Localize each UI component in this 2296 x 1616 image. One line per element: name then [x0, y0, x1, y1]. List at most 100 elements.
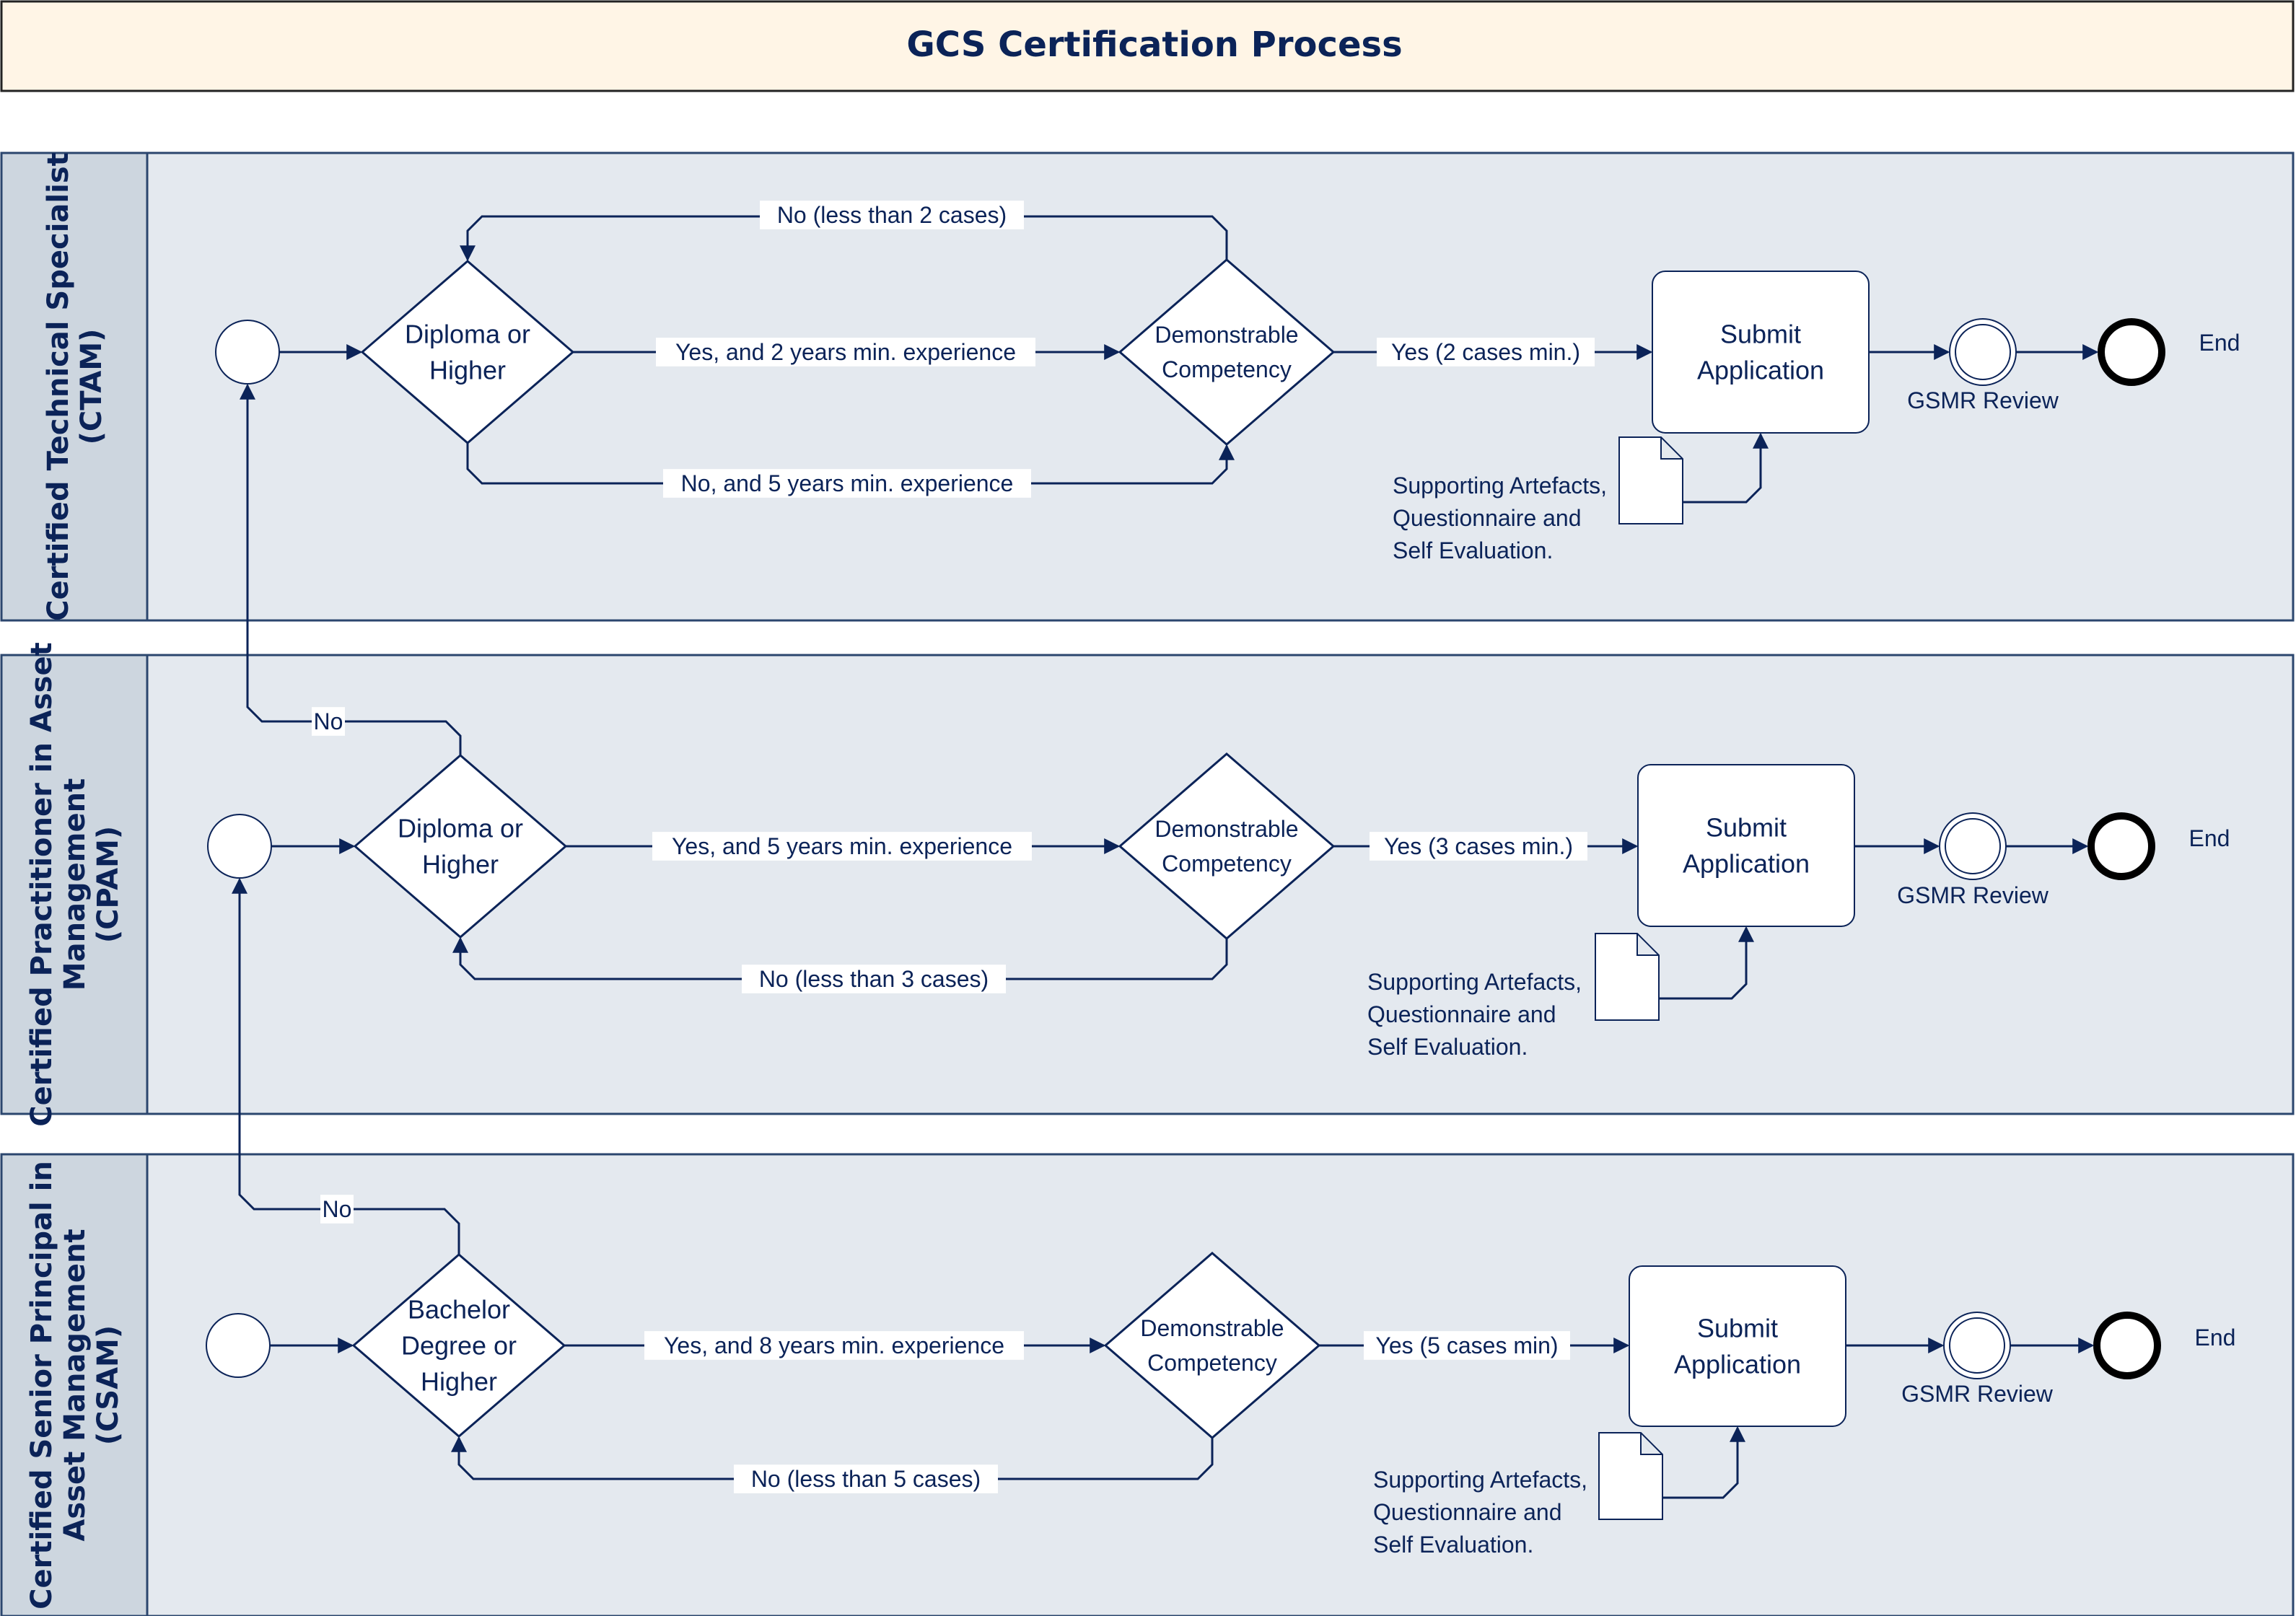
artefact-label: Questionnaire and [1393, 505, 1582, 531]
lane-label: Certified Technical Specialist(CTAM) [42, 152, 108, 621]
lane-body [0, 152, 2295, 622]
submit-application-task [1629, 1265, 1846, 1427]
start-event [207, 814, 272, 879]
flow-loop-back-label-bg [734, 1464, 998, 1493]
submit-application-label: Application [1674, 1350, 1801, 1379]
swimlanes: Certified Technical Specialist(CTAM) Dipl… [0, 152, 2295, 1616]
start-event [206, 1313, 271, 1378]
flow-yes-experience-label-bg [652, 832, 1032, 861]
flow-loop-back-label: No (less than 3 cases) [759, 966, 989, 992]
diagram-title: GCS Certification Process [906, 25, 1402, 65]
flow-yes-cases-label: Yes (5 cases min) [1375, 1332, 1558, 1358]
flow-yes-cases-label: Yes (2 cases min.) [1391, 339, 1580, 365]
swimlane-1: Certified Technical Specialist(CTAM) Dipl… [0, 152, 2295, 622]
flow-cpam-no-to-ctam-label-bg [312, 707, 345, 736]
lane-label-line: Asset Management [58, 1229, 92, 1541]
artefact-document [1598, 1432, 1663, 1520]
submit-application-label: Submit [1706, 813, 1787, 843]
review-event-inner [1949, 1317, 2005, 1374]
flow-yes-experience-label: Yes, and 2 years min. experience [675, 339, 1016, 365]
lane-label-line: Certified Technical Specialist [42, 152, 75, 621]
flow-yes-experience-label: Yes, and 5 years min. experience [672, 833, 1012, 859]
end-label: End [2195, 1325, 2236, 1351]
artefact-document [1595, 933, 1660, 1021]
artefact-label: Supporting Artefacts, [1373, 1467, 1587, 1493]
flow-yes-cases-label: Yes (3 cases min.) [1384, 833, 1573, 859]
decision-competency-label: Competency [1147, 1350, 1277, 1376]
flow-loop-back-label: No (less than 2 cases) [777, 202, 1007, 228]
flow-artefact-to-submit [1662, 1426, 1745, 1499]
flow-cpam-no-to-ctam-label: No [314, 708, 343, 734]
decision-competency-label: Demonstrable [1154, 322, 1298, 348]
decision-education-label: Higher [421, 1367, 497, 1397]
flow-artefact-to-submit [1683, 432, 1769, 504]
submit-application-label: Submit [1697, 1314, 1778, 1343]
lane-label-line: Certified Senior Principal in [25, 1161, 58, 1610]
decision-competency-label: Demonstrable [1154, 816, 1298, 842]
review-label: GSMR Review [1901, 1381, 2054, 1407]
submit-application-label: Submit [1720, 320, 1801, 349]
flow-csam-no-to-cpam-label-bg [320, 1195, 354, 1224]
submit-application-label: Application [1697, 356, 1824, 385]
decision-education-label: Higher [422, 850, 499, 879]
flow-alt-experience-label: No, and 5 years min. experience [681, 470, 1014, 496]
flow-yes-experience-label-bg [644, 1331, 1024, 1360]
lane-header [0, 1153, 149, 1616]
flow-artefact-to-submit [1659, 926, 1754, 1000]
review-event-inner [1945, 818, 2001, 874]
review-event-inner [1955, 324, 2011, 380]
lane-header [0, 152, 149, 622]
start-event [215, 320, 280, 385]
flow-yes-cases-label-bg [1370, 832, 1587, 861]
review-label: GSMR Review [1907, 387, 2059, 413]
end-event [2093, 1312, 2161, 1379]
lane-label-line: Certified Practitioner in Asset [25, 642, 58, 1126]
flow-loop-back-label: No (less than 5 cases) [751, 1466, 981, 1492]
flow-loop-back-label-bg [742, 965, 1006, 993]
end-label: End [2189, 825, 2230, 851]
flow-yes-cases-label-bg [1377, 338, 1595, 366]
end-event [2087, 812, 2155, 880]
title-bar: GCS Certification Process [0, 0, 2295, 92]
submit-application-label: Application [1683, 849, 1810, 879]
decision-education-label: Higher [429, 356, 506, 385]
flow-yes-experience-label-bg [656, 338, 1035, 366]
lane-body [0, 654, 2295, 1115]
flow-csam-no-to-cpam-label: No [323, 1196, 352, 1222]
end-label: End [2199, 330, 2240, 356]
end-event [2098, 318, 2165, 386]
flow-cpam-no-to-ctam [240, 383, 462, 755]
decision-education-label: Diploma or [405, 320, 530, 349]
artefact-label: Self Evaluation. [1393, 537, 1553, 563]
flow-alt-experience-label-bg [663, 469, 1031, 498]
decision-competency-label: Demonstrable [1140, 1315, 1284, 1341]
artefact-label: Questionnaire and [1367, 1001, 1556, 1027]
lane-label-line: (CPAM) [92, 826, 125, 943]
submit-application-task [1637, 764, 1855, 927]
decision-education-label: Degree or [401, 1331, 517, 1361]
decision-education-label: Diploma or [398, 814, 523, 843]
submit-application-task [1652, 271, 1870, 434]
flow-yes-experience-label: Yes, and 8 years min. experience [664, 1332, 1004, 1358]
artefact-document [1618, 436, 1683, 524]
review-label: GSMR Review [1897, 882, 2049, 908]
artefact-label: Self Evaluation. [1373, 1532, 1533, 1558]
flow-loop-back-label-bg [760, 201, 1024, 229]
flow-yes-cases-label-bg [1364, 1331, 1570, 1360]
artefact-label: Questionnaire and [1373, 1499, 1562, 1525]
artefact-label: Supporting Artefacts, [1367, 969, 1582, 995]
decision-education-label: Bachelor [408, 1295, 510, 1325]
lane-label-line: Management [58, 778, 92, 991]
lane-body [0, 1153, 2295, 1616]
lane-label-line: (CSAM) [92, 1325, 125, 1445]
lane-label-line: (CTAM) [75, 329, 108, 445]
decision-competency-label: Competency [1162, 851, 1292, 877]
artefact-label: Self Evaluation. [1367, 1034, 1528, 1060]
artefact-label: Supporting Artefacts, [1393, 473, 1607, 499]
decision-competency-label: Competency [1162, 356, 1292, 382]
